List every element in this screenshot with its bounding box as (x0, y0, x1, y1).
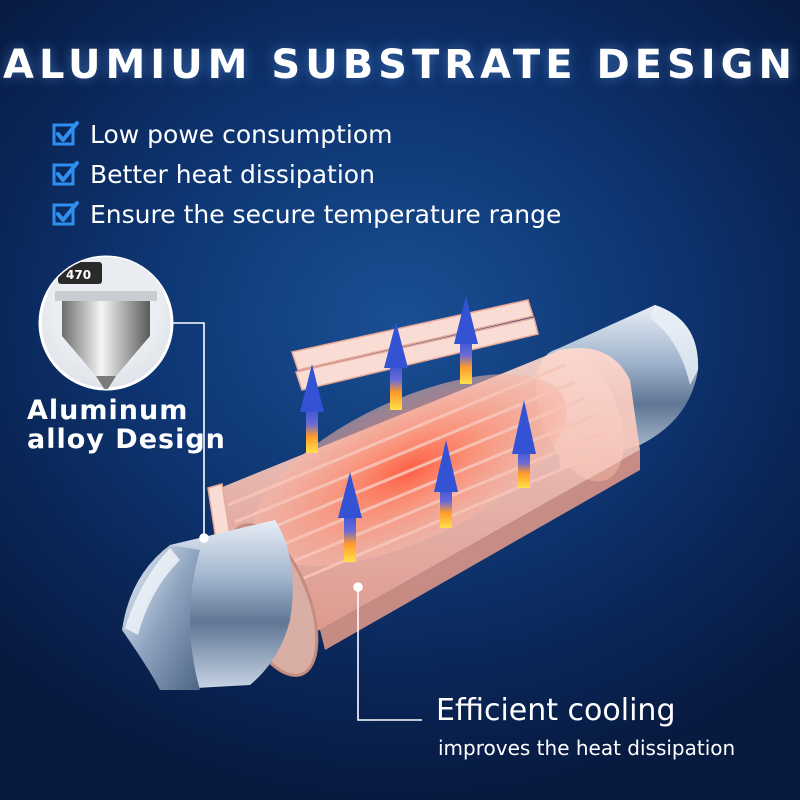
inset-leader-line (172, 322, 205, 535)
heat-arrow-icon (454, 296, 478, 384)
heat-arrow-icon (434, 440, 458, 528)
alloy-label-line2: alloy Design (27, 424, 226, 455)
heat-arrow-icon (512, 400, 536, 488)
alloy-inset: 470 (38, 255, 174, 391)
feature-label: Ensure the secure temperature range (90, 199, 562, 229)
left-end-cap (122, 520, 319, 690)
heat-arrows (300, 296, 536, 562)
checkmark-icon (52, 121, 79, 146)
heat-arrow-icon (338, 472, 362, 562)
feature-list: Low powe consumptiom Better heat dissipa… (52, 114, 561, 234)
checkmark-icon (52, 161, 79, 186)
feature-item: Better heat dissipation (52, 154, 561, 194)
alloy-label-line1: Aluminum (27, 395, 189, 426)
cooling-subtitle: improves the heat dissipation (438, 736, 736, 760)
feature-label: Better heat dissipation (90, 159, 375, 189)
inset-leader-dot (199, 533, 209, 543)
heat-arrow-icon (300, 364, 324, 453)
cooling-leader-dot (353, 582, 363, 592)
alloy-design-label: Aluminum alloy Design (27, 396, 226, 454)
page-title: ALUMIUM SUBSTRATE DESIGN (3, 42, 797, 88)
cooling-title: Efficient cooling (436, 693, 676, 728)
heat-arrow-icon (384, 322, 408, 410)
leader-lines (172, 322, 422, 721)
feature-item: Low powe consumptiom (52, 114, 561, 154)
chip-label: 470 (66, 268, 91, 282)
feature-item: Ensure the secure temperature range (52, 194, 561, 234)
heat-sink-body (207, 299, 640, 650)
cooling-leader-line (357, 590, 422, 721)
feature-label: Low powe consumptiom (90, 119, 393, 149)
checkmark-icon (52, 201, 79, 226)
